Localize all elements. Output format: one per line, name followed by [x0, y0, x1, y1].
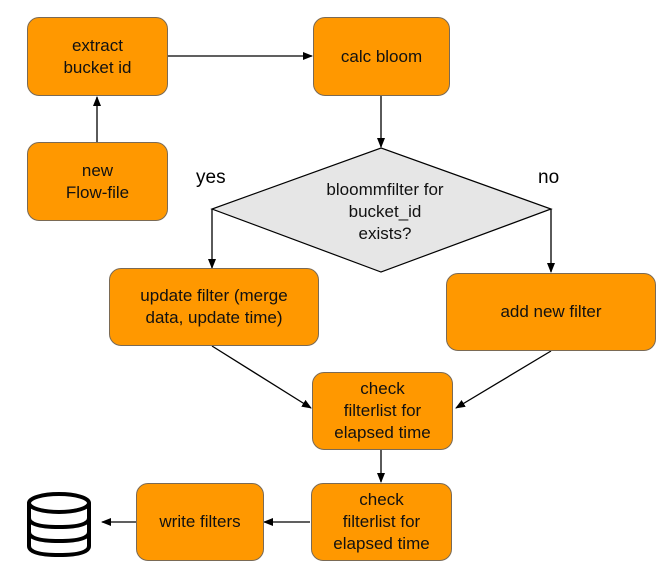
calc-bloom-label: calc bloom — [340, 46, 423, 66]
update-filter-label: update filter (merge data, update time) — [140, 286, 288, 327]
check-filterlist-label-1: check filterlist for elapsed time — [334, 379, 431, 442]
check-filterlist-node-2: check filterlist for elapsed time — [311, 483, 452, 561]
decision-diamond — [210, 147, 553, 273]
extract-bucket-id-label: extract bucket id — [63, 35, 132, 77]
check-filterlist-node-1: check filterlist for elapsed time — [312, 372, 453, 450]
arrow-update-to-check — [211, 345, 312, 409]
database-icon — [27, 492, 91, 558]
new-flow-file-label: new Flow-file — [65, 160, 130, 202]
new-flow-file-node: new Flow-file — [27, 142, 168, 221]
write-filters-node: write filters — [136, 483, 264, 561]
arrow-add-to-check — [455, 350, 552, 409]
add-new-filter-node: add new filter — [446, 273, 656, 351]
edge-label-yes: yes — [196, 167, 226, 188]
extract-bucket-id-node: extract bucket id — [27, 17, 168, 96]
check-filterlist-label-2: check filterlist for elapsed time — [333, 490, 430, 553]
add-new-filter-label: add new filter — [500, 302, 602, 321]
decision-label: bloommfilter for bucket_id exists? — [326, 180, 444, 243]
edge-label-no: no — [538, 167, 560, 188]
update-filter-node: update filter (merge data, update time) — [109, 268, 319, 346]
write-filters-label: write filters — [159, 512, 241, 531]
calc-bloom-node: calc bloom — [313, 17, 450, 96]
